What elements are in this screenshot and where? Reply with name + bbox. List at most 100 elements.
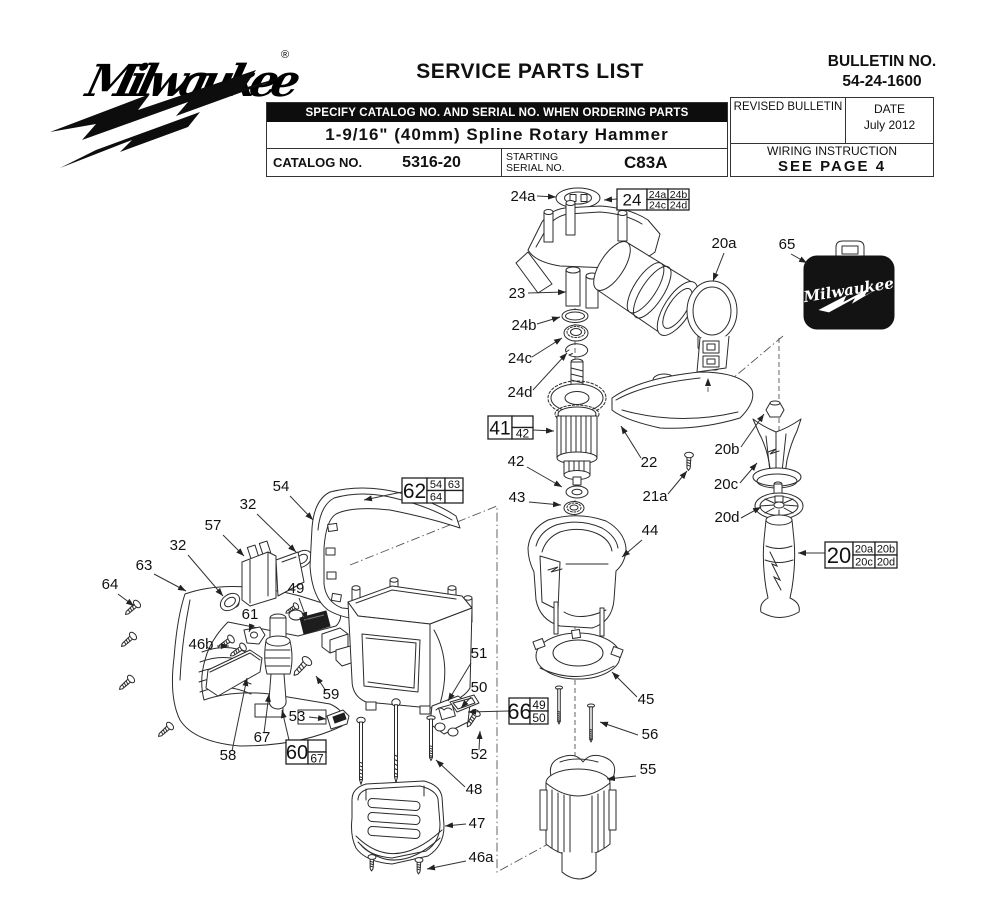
leader-line [467, 708, 510, 715]
leader-line [599, 721, 639, 736]
clip-61-drawing [244, 627, 265, 644]
callout-main-number: 41 [489, 418, 510, 439]
date-value: July 2012 [863, 118, 916, 132]
leader-line [476, 730, 483, 751]
leader-line [536, 193, 557, 200]
part-label-55: 55 [640, 761, 657, 778]
washer-42-drawing [566, 486, 588, 498]
part-label-59: 59 [323, 686, 340, 703]
motor-housing-drawing [348, 578, 472, 714]
screw-46a-drawing [414, 856, 424, 875]
leader-line [528, 501, 562, 508]
bearing-24c-drawing [564, 325, 588, 341]
page-title: SERVICE PARTS LIST [416, 60, 644, 83]
leader-line [248, 623, 255, 633]
screw-59-drawing [289, 654, 314, 680]
part-label-20a: 20a [711, 235, 737, 252]
leader-line [790, 253, 808, 264]
leader-line [621, 539, 643, 558]
handle-grip-drawing [761, 515, 800, 618]
part-label-24a: 24a [510, 188, 536, 205]
leader-line [740, 413, 765, 448]
callout-box-41: 41 42 [487, 415, 555, 441]
callout-cell-67: 67 [310, 751, 324, 765]
leader-line [531, 337, 563, 358]
part-label-48: 48 [466, 781, 483, 798]
trigger-handle-63-drawing [172, 586, 343, 746]
armature-drawing [548, 359, 606, 485]
spec-table: SPECIFY CATALOG NO. AND SERIAL NO. WHEN … [266, 102, 728, 177]
catalog-number: 5316-20 [402, 153, 461, 171]
bulletin-label: BULLETIN NO. [827, 53, 937, 70]
screw-46a-drawing [367, 853, 377, 872]
part-label-61: 61 [242, 606, 259, 623]
callout-main-number: 60 [286, 742, 308, 764]
wiring-instruction-label: WIRING INSTRUCTION [767, 144, 897, 158]
bottom-cap-47-drawing [352, 781, 445, 864]
callout-main-number: 24 [623, 191, 642, 210]
callout-cell-42: 42 [516, 427, 530, 441]
part-label-32: 32 [170, 537, 187, 554]
screw-48-drawing [356, 716, 366, 786]
leader-line [526, 466, 563, 488]
part-label-21a: 21a [642, 488, 668, 505]
part-label-24b: 24b [511, 317, 536, 334]
date-label: DATE [873, 102, 906, 116]
part-label-24d: 24d [507, 384, 532, 401]
leader-line [256, 513, 297, 553]
clamp-band-20a-drawing [687, 281, 737, 372]
snap-ring-24d-drawing [566, 344, 588, 357]
field-housing-44-drawing [528, 516, 626, 628]
part-label-20c: 20c [714, 476, 739, 493]
part-label-54: 54 [273, 478, 290, 495]
air-baffle-45-drawing [533, 602, 623, 679]
product-name: 1-9/16" (40mm) Spline Rotary Hammer [267, 122, 727, 149]
part-label-50: 50 [471, 679, 488, 696]
part-label-46a: 46a [468, 849, 494, 866]
part-label-24c: 24c [508, 350, 533, 367]
callout-cell-24c: 24c [649, 200, 666, 212]
screw-64-drawing [118, 630, 139, 651]
part-label-56: 56 [642, 726, 659, 743]
leader-line [289, 495, 314, 521]
handle-nut-20b-drawing [766, 401, 784, 417]
wiring-instruction-value: SEE PAGE 4 [777, 158, 887, 175]
starting-serial-label: STARTING SERIAL NO. [506, 150, 565, 174]
callout-cell-24d: 24d [670, 200, 688, 212]
carrying-case-drawing: Milwaukee [801, 241, 895, 330]
cord-boot-67-drawing [265, 614, 292, 709]
callout-cell-24b: 24b [670, 189, 688, 201]
leader-line [117, 593, 135, 607]
leader-line [187, 554, 224, 597]
callout-cell-64: 64 [430, 492, 442, 504]
leader-line [532, 352, 568, 391]
screw-46b-drawing [215, 633, 237, 652]
callout-cell-63: 63 [448, 479, 460, 491]
part-label-22: 22 [641, 454, 658, 471]
part-label-20d: 20d [714, 509, 739, 526]
leader-line [222, 534, 245, 557]
leader-line [532, 427, 555, 434]
part-label-47: 47 [469, 815, 486, 832]
leader-line [298, 597, 308, 621]
leader-line [740, 506, 762, 519]
screw-48-drawing [391, 698, 401, 784]
callout-cell-20d: 20d [877, 556, 895, 568]
part-label-45: 45 [638, 691, 655, 708]
gear-case-drawing [516, 188, 705, 342]
part-label-43: 43 [509, 489, 526, 506]
leader-line [739, 462, 758, 484]
callout-main-number: 62 [403, 480, 426, 503]
leader-line [435, 759, 466, 788]
screw-64-drawing [155, 720, 176, 741]
part-label-65: 65 [779, 236, 796, 253]
leader-line [603, 196, 618, 203]
leader-line [444, 822, 467, 829]
revision-table: REVISED BULLETIN DATE July 2012 WIRING I… [730, 97, 934, 177]
